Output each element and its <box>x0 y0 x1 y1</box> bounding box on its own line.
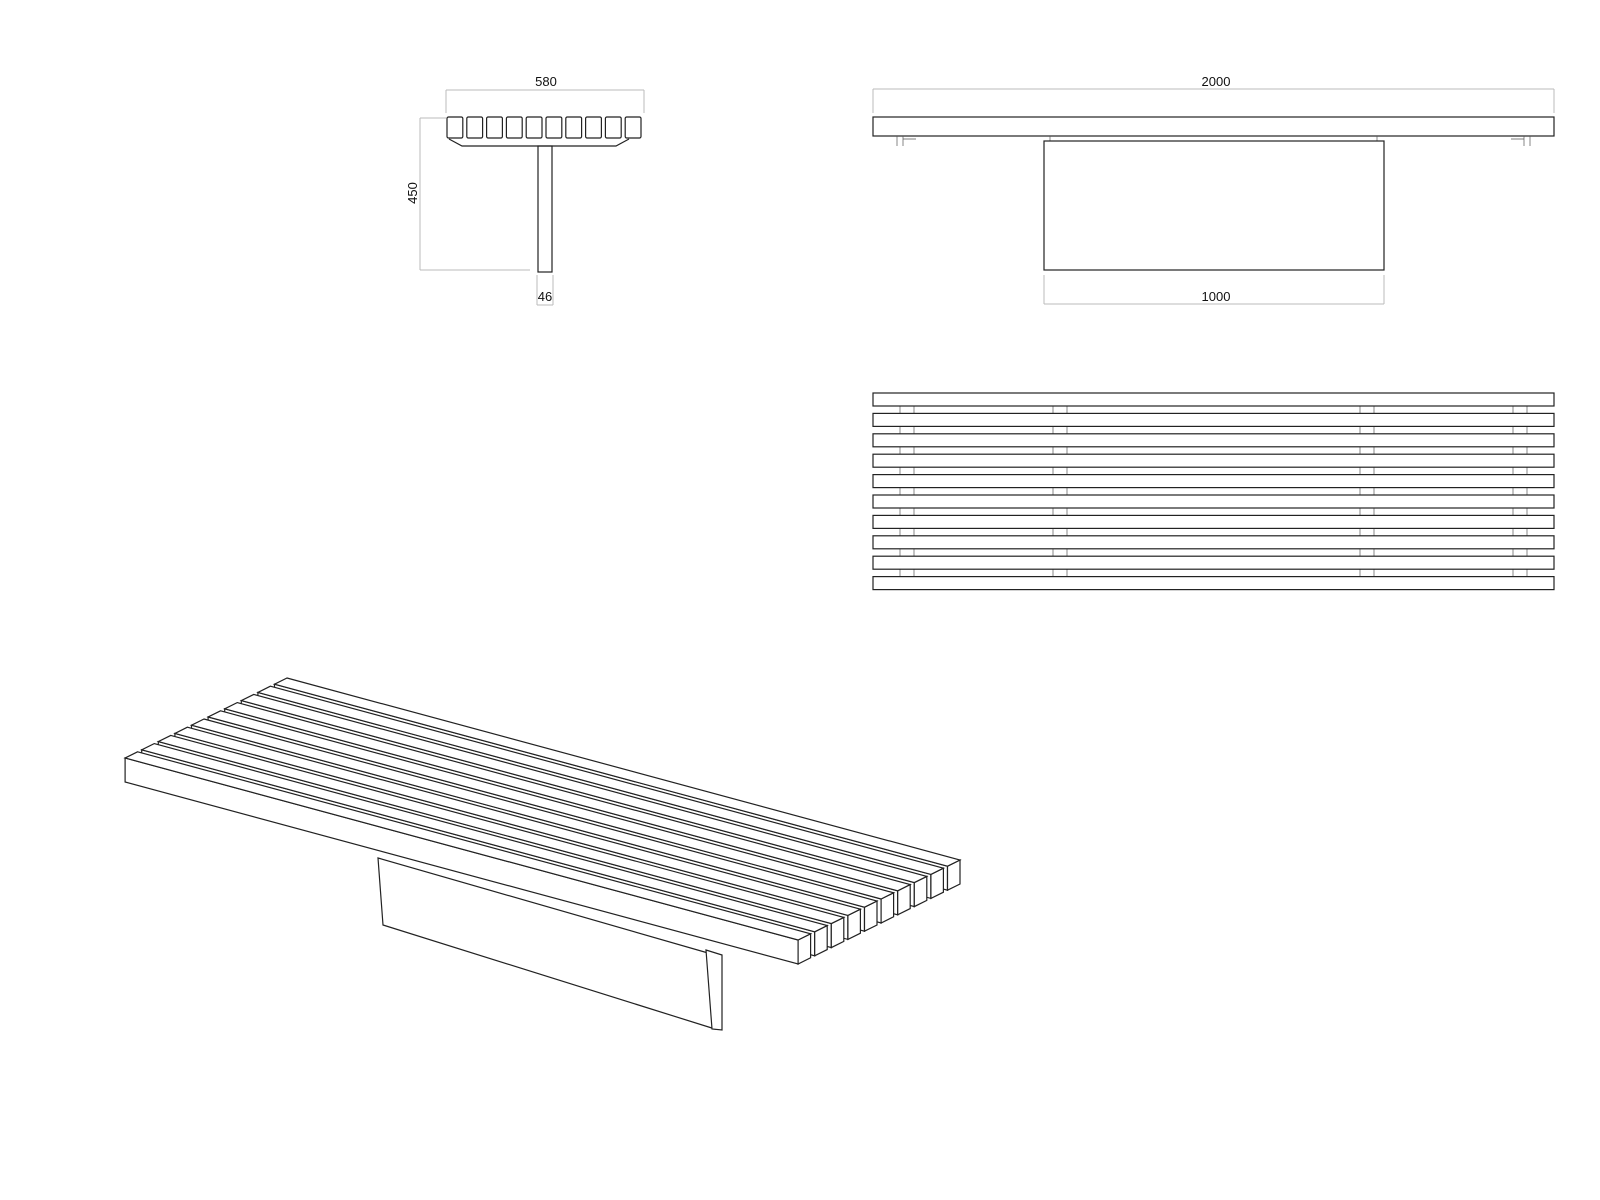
side-leg-label: 46 <box>538 289 552 304</box>
top-slat <box>872 555 1555 570</box>
top-slat <box>872 575 1555 591</box>
top-slats <box>872 392 1555 591</box>
front-length-label: 2000 <box>1202 74 1231 89</box>
side-height-label: 450 <box>405 182 420 204</box>
iso-slat-top-face <box>140 742 829 933</box>
top-brackets <box>899 406 1528 577</box>
side-slat-section <box>545 116 563 139</box>
iso-slat-top-face <box>239 693 929 884</box>
top-view <box>872 392 1555 591</box>
side-width-label: 580 <box>535 74 557 89</box>
top-slat <box>872 412 1555 427</box>
front-seat-board <box>872 116 1555 137</box>
side-slat-section <box>624 116 642 139</box>
iso-slat-top-face <box>272 677 962 867</box>
isometric-view <box>123 677 962 1031</box>
front-base-panel <box>1043 140 1385 271</box>
top-slat <box>872 474 1555 489</box>
iso-slat-top-face <box>189 718 879 908</box>
front-base-label: 1000 <box>1202 289 1231 304</box>
side-slat-section <box>446 116 464 139</box>
top-slat <box>872 453 1555 468</box>
iso-base-panel-edge <box>705 949 723 1031</box>
top-slat <box>872 433 1555 448</box>
iso-slat-top-face <box>256 685 946 876</box>
iso-slats <box>123 677 962 965</box>
iso-slat-top-face <box>173 726 863 917</box>
side-leg <box>537 145 553 273</box>
side-slat-section <box>505 116 523 139</box>
side-slats <box>446 116 642 139</box>
side-slat-section <box>604 116 622 139</box>
iso-slat-top-face <box>156 734 846 925</box>
front-bracket-right <box>1511 136 1531 146</box>
top-slat <box>872 494 1555 509</box>
side-view: 580 450 46 <box>405 74 645 306</box>
front-view: 2000 1000 <box>872 74 1555 305</box>
side-slat-section <box>486 116 504 139</box>
iso-slat-top-face <box>206 710 896 900</box>
top-slat <box>872 535 1555 550</box>
top-slat <box>872 392 1555 407</box>
iso-slat-top-face <box>223 701 912 892</box>
iso-slat-top-face <box>123 751 813 941</box>
side-slat-section <box>525 116 543 139</box>
side-slat-section <box>466 116 484 139</box>
side-support-bracket <box>448 138 630 147</box>
top-slat <box>872 514 1555 530</box>
front-bracket-left <box>896 136 916 146</box>
side-slat-section <box>584 116 602 139</box>
side-slat-section <box>565 116 583 139</box>
